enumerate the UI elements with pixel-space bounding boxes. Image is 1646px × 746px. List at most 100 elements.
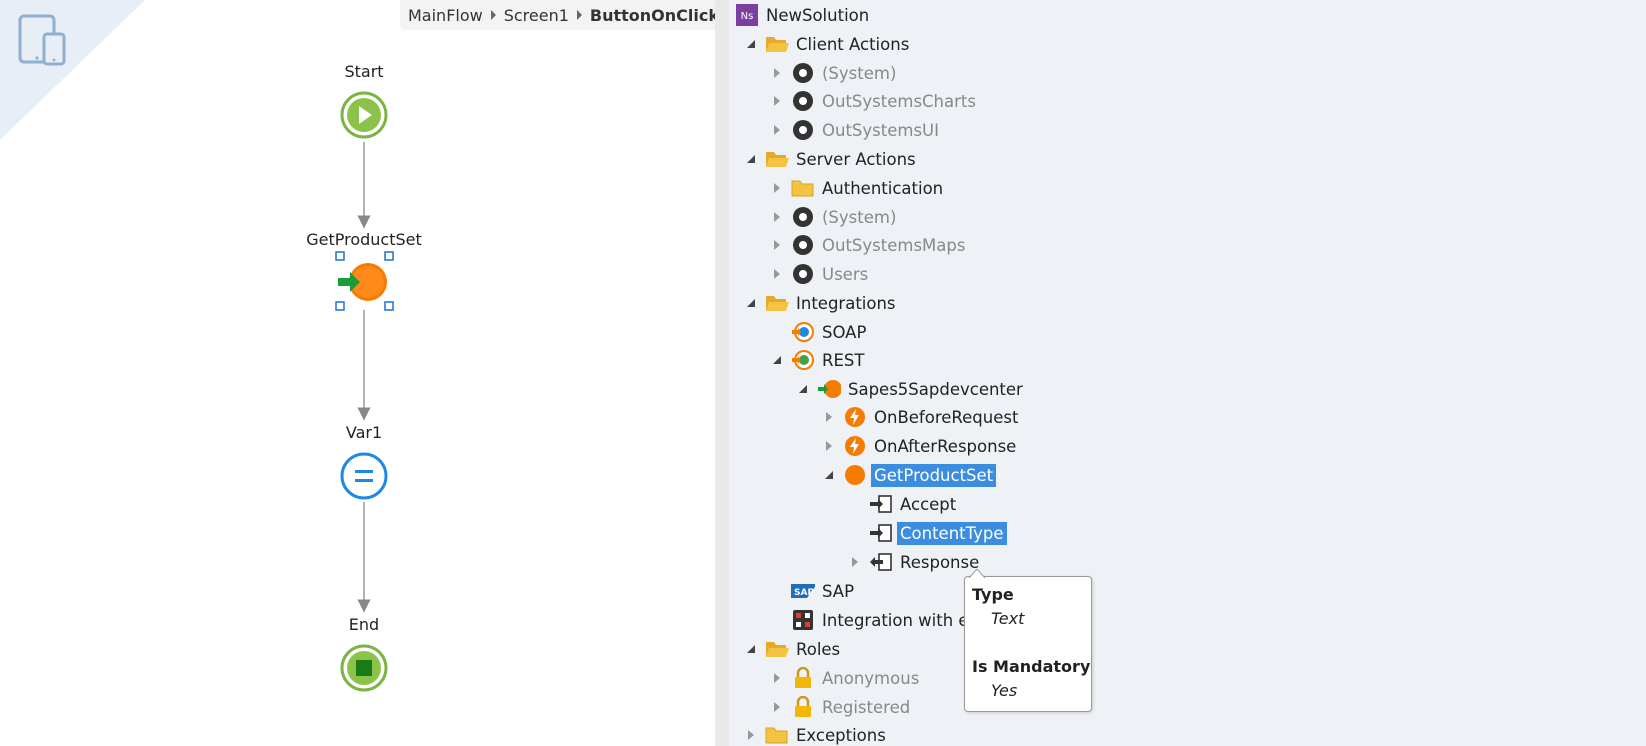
collapse-arrow-icon[interactable] [743, 151, 759, 167]
tree-root[interactable]: Ns NewSolution [735, 1, 872, 29]
lock-icon [791, 667, 815, 689]
expand-arrow-icon[interactable] [769, 65, 785, 81]
rest-method-icon [843, 464, 867, 486]
tree-item-label: SOAP [822, 322, 867, 342]
module-icon [791, 263, 815, 285]
panel-splitter[interactable] [715, 0, 729, 746]
breadcrumb: MainFlow Screen1 ButtonOnClick [400, 0, 715, 30]
expand-arrow-icon[interactable] [769, 209, 785, 225]
svg-text:Ns: Ns [741, 11, 754, 22]
breadcrumb-mainflow[interactable]: MainFlow [408, 5, 483, 25]
folder-open-icon [765, 638, 789, 660]
collapse-arrow-icon[interactable] [769, 352, 785, 368]
assign-icon[interactable] [340, 452, 388, 500]
tree-item-label: OutSystemsUI [822, 120, 939, 140]
expand-arrow-icon[interactable] [769, 237, 785, 253]
tree-item-label: (System) [822, 63, 897, 83]
tree-item-getproductset[interactable]: GetProductSet [821, 461, 997, 489]
tree-item-label: OutSystemsMaps [822, 235, 966, 255]
tree-item-server-actions[interactable]: Server Actions [743, 145, 919, 173]
tree-item-sap[interactable]: SAP SAP [769, 577, 857, 605]
expand-arrow-icon[interactable] [769, 180, 785, 196]
tree-item-sapes5sapdevcenter[interactable]: Sapes5Sapdevcenter [795, 375, 1026, 403]
tree-item-users[interactable]: Users [769, 260, 871, 288]
flow-canvas[interactable]: MainFlow Screen1 ButtonOnClick Start Get… [0, 0, 715, 746]
breadcrumb-screen1[interactable]: Screen1 [503, 5, 569, 25]
output-parameter-icon [869, 551, 893, 573]
tree-item-authentication[interactable]: Authentication [769, 174, 946, 202]
integration-builder-icon [791, 609, 815, 631]
tree-item-integrations[interactable]: Integrations [743, 289, 899, 317]
expand-arrow-icon[interactable] [769, 122, 785, 138]
play-icon[interactable] [340, 91, 388, 139]
expand-arrow-icon[interactable] [743, 727, 759, 743]
expand-arrow-icon[interactable] [769, 93, 785, 109]
collapse-arrow-icon[interactable] [795, 381, 811, 397]
tree-item-label: ContentType [897, 521, 1007, 545]
tree-item-roles[interactable]: Roles [743, 635, 843, 663]
tablet-phone-icon [18, 14, 66, 66]
expand-arrow-icon[interactable] [821, 409, 837, 425]
module-icon [791, 90, 815, 112]
tree-item-anonymous[interactable]: Anonymous [769, 664, 922, 692]
tree-item-label: REST [822, 350, 865, 370]
tree-item-contenttype[interactable]: ContentType [847, 519, 1007, 547]
flow-node-end-label: End [348, 615, 380, 634]
tree-item-label: Client Actions [796, 34, 910, 54]
expand-arrow-icon[interactable] [847, 554, 863, 570]
integration-action-icon[interactable] [330, 250, 396, 312]
tree-item-registered[interactable]: Registered [769, 693, 913, 721]
tooltip-type-value: Text [991, 609, 1025, 628]
tree-item-client-actions[interactable]: Client Actions [743, 30, 912, 58]
rest-icon [791, 349, 815, 371]
tree-item-label: Exceptions [796, 725, 886, 745]
tree-item-label: Integrations [796, 293, 896, 313]
tree-item-label: Anonymous [822, 668, 920, 688]
folder-open-icon [765, 148, 789, 170]
tree-item-client-system[interactable]: (System) [769, 59, 899, 87]
expand-arrow-icon[interactable] [769, 699, 785, 715]
expand-arrow-icon[interactable] [769, 670, 785, 686]
lock-icon [791, 696, 815, 718]
collapse-arrow-icon[interactable] [743, 641, 759, 657]
tree-item-onafterresponse[interactable]: OnAfterResponse [821, 432, 1019, 460]
tree-item-accept[interactable]: Accept [847, 490, 959, 518]
tree-item-outsystemsui[interactable]: OutSystemsUI [769, 116, 942, 144]
collapse-arrow-icon[interactable] [821, 467, 837, 483]
flow-node-start-label: Start [344, 62, 384, 81]
stop-icon[interactable] [340, 644, 388, 692]
tree-item-label: Accept [900, 494, 957, 514]
expand-arrow-icon[interactable] [769, 266, 785, 282]
tree-item-label: Authentication [822, 178, 944, 198]
tree-item-label: Registered [822, 697, 911, 717]
tree-item-server-system[interactable]: (System) [769, 203, 899, 231]
breadcrumb-separator-icon [490, 10, 496, 20]
module-icon [791, 206, 815, 228]
flow-node-var1-label: Var1 [345, 423, 383, 442]
tree-item-onbeforerequest[interactable]: OnBeforeRequest [821, 403, 1021, 431]
expand-arrow-icon[interactable] [821, 438, 837, 454]
tree-item-label: OutSystemsCharts [822, 91, 976, 111]
tree-item-label: Sapes5Sapdevcenter [848, 379, 1023, 399]
collapse-arrow-icon[interactable] [743, 295, 759, 311]
tree-item-response[interactable]: Response [847, 548, 982, 576]
rest-service-icon [817, 378, 841, 400]
tree-root-label: NewSolution [766, 5, 870, 25]
tree-item-label: SAP [822, 581, 855, 601]
tree-item-soap[interactable]: SOAP [769, 318, 869, 346]
soap-icon [791, 321, 815, 343]
module-icon [791, 62, 815, 84]
tree-item-integration-external[interactable]: Integration with ex [769, 606, 981, 634]
sap-logo-icon: SAP [791, 580, 815, 602]
elements-tree[interactable]: Ns NewSolution Client Actions (System) O… [729, 0, 1646, 746]
tooltip-mandatory-value: Yes [991, 681, 1018, 700]
collapse-arrow-icon[interactable] [743, 36, 759, 52]
tree-item-label: Roles [796, 639, 841, 659]
flow-connectors [357, 142, 371, 613]
tree-item-outsystemsmaps[interactable]: OutSystemsMaps [769, 231, 968, 259]
solution-icon: Ns [735, 4, 759, 26]
tree-item-outsystemscharts[interactable]: OutSystemsCharts [769, 87, 979, 115]
input-parameter-icon [869, 493, 893, 515]
tree-item-exceptions[interactable]: Exceptions [743, 721, 889, 746]
tree-item-rest[interactable]: REST [769, 346, 867, 374]
